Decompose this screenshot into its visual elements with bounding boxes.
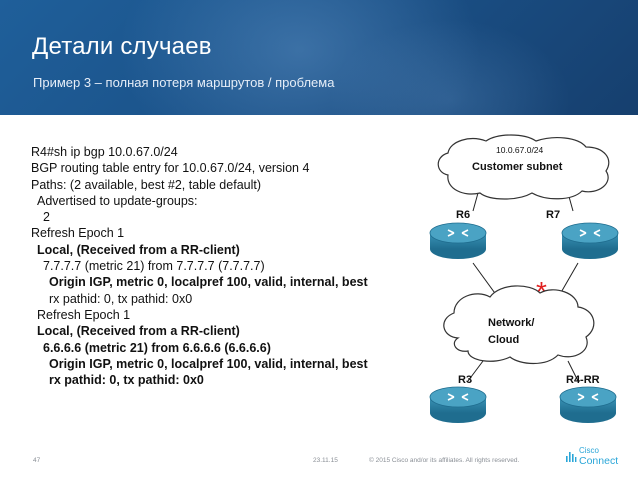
connect-brand-label: Connect <box>579 455 619 467</box>
cli-line: Local, (Received from a RR-client) <box>37 242 240 257</box>
cli-line: Local, (Received from a RR-client) <box>37 324 240 339</box>
network-cloud <box>443 285 595 365</box>
router-r7-icon <box>561 222 619 259</box>
cisco-brand-label: Cisco <box>579 446 600 455</box>
router-r3-icon <box>429 386 487 423</box>
router-r7-label: R7 <box>546 209 560 221</box>
router-r3-label: R3 <box>458 374 472 386</box>
failure-mark: * <box>536 276 547 307</box>
slide-date: 23.11.15 <box>313 457 338 464</box>
slide-subtitle: Пример 3 – полная потеря маршрутов / про… <box>33 75 335 90</box>
link-r4rr-cloud <box>567 360 579 382</box>
cli-line: Refresh Epoch 1 <box>31 226 125 241</box>
link-r6-customer <box>472 192 479 212</box>
customer-subnet-label: Customer subnet <box>472 161 563 173</box>
header-glow <box>120 0 480 115</box>
cli-line: rx pathid: 0, tx pathid: 0x0 <box>49 291 193 306</box>
cli-line: Refresh Epoch 1 <box>37 307 131 322</box>
cisco-connect-logo: Cisco Connect <box>565 446 625 470</box>
network-cloud-label-line2: Cloud <box>488 334 519 346</box>
cli-line: 6.6.6.6 (metric 21) from 6.6.6.6 (6.6.6.… <box>43 340 271 355</box>
cisco-bars-icon <box>566 452 577 462</box>
prefix-label: 10.0.67.0/24 <box>496 145 544 155</box>
router-r4rr-icon <box>559 386 617 423</box>
network-cloud-label-line1: Network/ <box>488 317 534 329</box>
network-diagram: 10.0.67.0/24 Customer subnet R6 R7 * Net… <box>429 134 619 423</box>
cli-line: BGP routing table entry for 10.0.67.0/24… <box>31 161 310 176</box>
router-r4rr-label: R4-RR <box>566 374 600 386</box>
cli-line: Paths: (2 available, best #2, table defa… <box>31 177 262 192</box>
cli-line: 2 <box>43 210 50 225</box>
slide-title: Детали случаев <box>32 33 212 60</box>
router-r6-icon <box>429 222 487 259</box>
router-r6-label: R6 <box>456 209 470 221</box>
copyright-text: © 2015 Cisco and/or its affiliates. All … <box>369 457 520 464</box>
cli-line: R4#sh ip bgp 10.0.67.0/24 <box>31 145 178 159</box>
customer-subnet-cloud <box>437 134 610 200</box>
cli-line: Advertised to update-groups: <box>37 193 198 208</box>
header-banner: Детали случаев Пример 3 – полная потеря … <box>0 0 638 115</box>
cli-line: Origin IGP, metric 0, localpref 100, val… <box>49 275 368 290</box>
cli-line: Origin IGP, metric 0, localpref 100, val… <box>49 356 368 371</box>
cli-line: 7.7.7.7 (metric 21) from 7.7.7.7 (7.7.7.… <box>43 259 265 274</box>
cli-line: rx pathid: 0, tx pathid: 0x0 <box>49 373 204 388</box>
link-r3-cloud <box>467 360 484 382</box>
page-number: 47 <box>33 457 41 464</box>
